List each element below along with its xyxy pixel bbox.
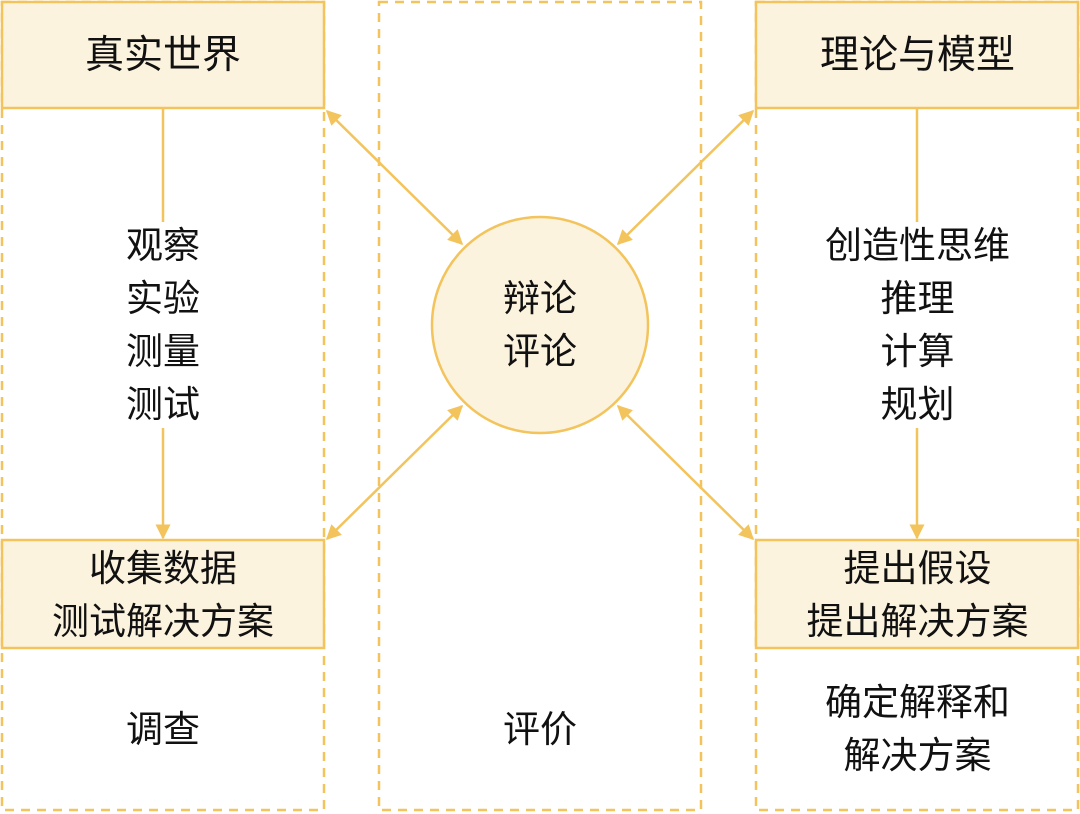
method-item: 测试 [126,383,200,426]
result-line: 提出假设 [843,547,992,590]
arrow-bottom-left [325,404,464,541]
left-header: 真实世界 [84,33,241,78]
left-footer: 调查 [126,708,200,751]
circle-line: 辩论 [503,277,577,320]
center-circle-text: 辩论 评论 [378,272,702,378]
left-result-box [0,538,326,650]
method-item: 推理 [880,277,955,320]
result-line: 提出解决方案 [806,600,1029,643]
right-footer: 确定解释和 解决方案 [755,676,1080,782]
footer-line: 解决方案 [843,734,992,777]
left-result: 收集数据 测试解决方案 [0,542,326,648]
method-item: 实验 [126,277,200,320]
right-methods: 创造性思维 推理 计算 规划 [755,219,1080,431]
method-item: 规划 [880,383,955,426]
left-header-box [0,0,326,110]
footer-line: 确定解释和 [825,681,1010,724]
result-line: 测试解决方案 [52,600,274,643]
right-header-box [754,0,1080,110]
center-circle [430,215,650,435]
right-result: 提出假设 提出解决方案 [755,542,1080,648]
left-methods: 观察 实验 测量 测试 [0,219,326,431]
method-item: 计算 [880,330,955,373]
arrow-bottom-right [616,404,755,541]
circle-line: 评论 [503,330,577,373]
result-line: 收集数据 [89,547,237,590]
arrow-top-right [616,109,755,246]
method-item: 创造性思维 [825,224,1010,267]
right-header: 理论与模型 [819,33,1015,78]
method-item: 观察 [126,224,200,267]
method-item: 测量 [126,330,200,373]
center-footer: 评价 [503,708,577,751]
arrow-top-left [325,109,464,246]
right-result-box [754,538,1080,650]
